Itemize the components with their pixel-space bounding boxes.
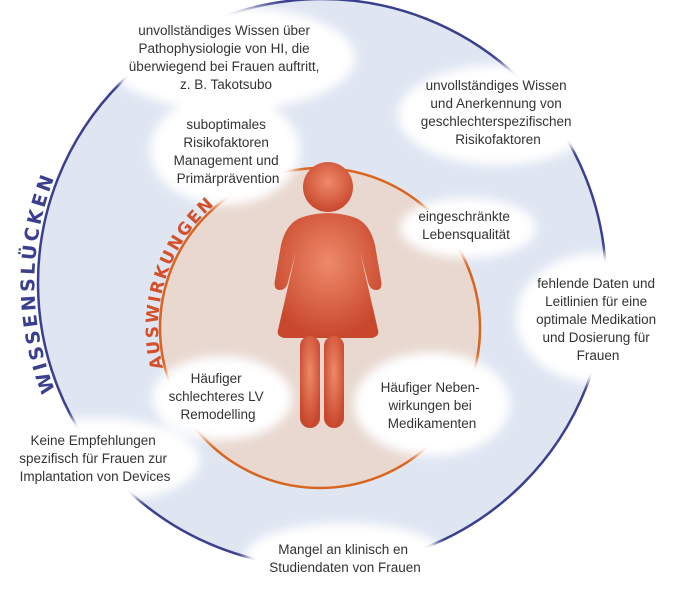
knowledge-gap-labels: unvollständiges Wissen über Pathophysiol… <box>19 23 660 575</box>
impact-label-lv-remodelling: Häufiger schlechteres LV Remodelling <box>169 371 268 422</box>
gap-label-pathophysiology: unvollständiges Wissen über Pathophysiol… <box>129 23 323 92</box>
woman-figure-icon <box>274 162 382 428</box>
clouds <box>0 6 680 591</box>
impact-label-side-effects: Häufiger Neben- wirkungen bei Medikament… <box>381 380 484 431</box>
impact-label-quality-of-life: eingeschränkte Lebensqualität <box>418 209 513 242</box>
gap-label-study-data: Mangel an klinisch en Studiendaten von F… <box>269 542 421 575</box>
impact-labels: suboptimales Risikofaktoren Management u… <box>169 117 513 431</box>
impact-label-prevention: suboptimales Risikofaktoren Management u… <box>174 117 283 186</box>
gap-label-risk-factors: unvollständiges Wissen und Anerkennung v… <box>421 78 576 147</box>
gap-label-medication: fehlende Daten und Leitlinien für eine o… <box>536 276 660 363</box>
gap-label-devices: Keine Empfehlungen spezifisch für Frauen… <box>19 433 171 484</box>
